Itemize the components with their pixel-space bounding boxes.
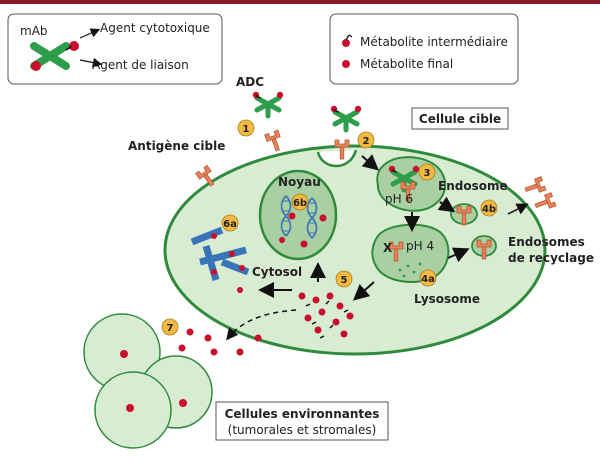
step-badge-4b [480,199,498,217]
step-2-text: 2 [363,136,370,147]
recycling-label-2: de recyclage [508,251,594,265]
step-3-text: 3 [424,168,431,179]
recycled-receptors [507,176,557,215]
surrounding-cells-label-box: Cellules environnantes (tumorales et str… [215,401,389,441]
legend-intermediate-label: Métabolite intermédiaire [360,35,508,49]
surrounding-cells [83,313,213,449]
legend-cytotoxic-label: Agent cytotoxique [100,21,210,35]
step-badge-2 [357,131,375,149]
step-badge-6a [221,214,239,232]
step-4a-text: 4a [421,274,435,285]
legend-final-icon [342,60,350,68]
legend-final-label: Métabolite final [360,57,453,71]
adc-label: ADC [236,75,264,89]
released-metabolites [178,328,262,356]
endocytosis-pit [316,149,358,168]
legend-adc-components: mAb Agent cytotoxique Agent de liaison [7,13,223,85]
legend-linker-label: Agent de liaison [92,58,189,72]
legend-right-box [329,13,519,85]
recycling-endosomes: 4b Endosomes de recyclage [450,199,594,265]
cytosol-label: Cytosol [252,265,302,279]
step-6b-text: 6b [293,198,307,209]
metabolite-cluster: 5 [298,270,354,339]
step-5-text: 5 [341,275,348,286]
legend-mab-label: mAb [20,24,48,38]
microtubules: 6a Cytosol [190,214,302,281]
target-cell-label-box [411,107,509,130]
step-4b-text: 4b [482,204,496,215]
adc-free [253,92,283,116]
surrounding-cells-title: Cellules environnantes [225,407,380,421]
surrounding-cells-subtitle: (tumorales et stromales) [228,423,377,437]
top-accent-bar [0,0,600,4]
lysosome-x-mark: X [383,241,393,255]
endosome-ph-label: pH 6 [385,192,413,206]
step-badge-3 [418,163,436,181]
step-6a-text: 6a [223,219,237,230]
nucleus-label: Noyau [278,175,321,189]
step-badge-7 [161,318,179,336]
step-badge-6b [291,193,309,211]
step-badge-5 [335,270,353,288]
step-badge-1 [237,119,255,137]
membrane-receptor [264,129,285,154]
process-arrows [226,154,470,341]
target-cell-label: Cellule cible [419,112,501,126]
endosome: pH 6 3 Endosome [376,156,508,212]
adc-bound [331,106,361,130]
endosome-label: Endosome [438,179,508,193]
step-badge-4a [419,269,437,287]
free-metabolite [237,287,243,293]
lysosome-label: Lysosome [414,292,480,306]
step-1-text: 1 [243,124,250,135]
lysosome-ph-label: pH 4 [406,239,434,253]
step-7-text: 7 [167,323,174,334]
legend-intermediate-icon [342,34,353,47]
legend-metabolites: Métabolite intermédiaire Métabolite fina… [329,13,519,85]
nucleus: Noyau 6b [258,169,338,261]
target-antigen-label: Antigène cible [128,139,225,153]
recycling-label-1: Endosomes [508,235,585,249]
legend-adc-icon [30,41,79,71]
lysosome: X pH 4 4a Lysosome [371,223,480,306]
